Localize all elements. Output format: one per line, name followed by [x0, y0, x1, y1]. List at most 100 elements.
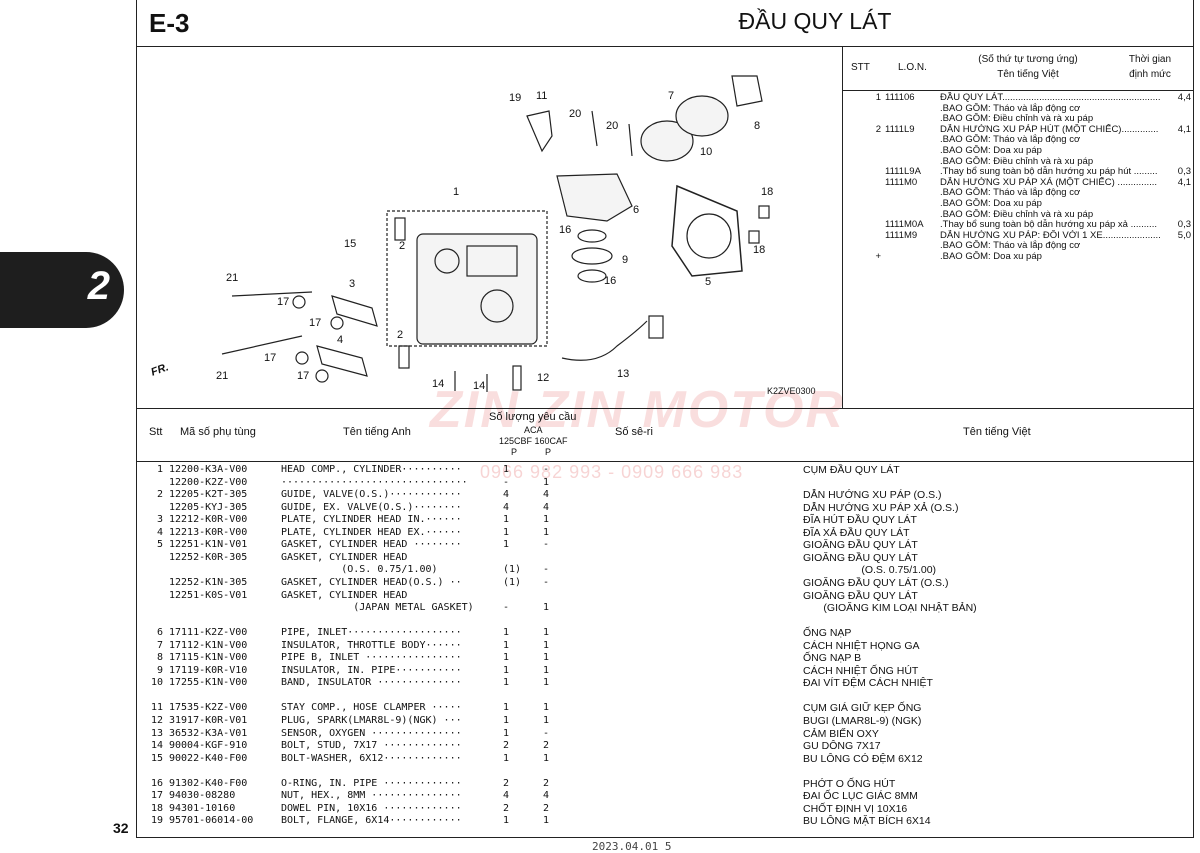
callout-label: 2 — [397, 329, 404, 341]
ops-row: .BAO GỒM: Tháo và lắp động cơ — [843, 134, 1193, 145]
cell-en: PLUG, SPARK(LMAR8L-9)(NGK) ··· — [281, 715, 462, 726]
ops-desc: .Thay bổ sung toàn bộ dẫn hướng xu páp h… — [940, 166, 1158, 178]
cell-q1: 1 — [503, 639, 510, 651]
cell-vn: GIOĂNG ĐẦU QUY LÁT — [803, 551, 918, 564]
cell-vn: CÁCH NHIỆT HỌNG GA — [803, 639, 920, 652]
ops-time: 0,3 — [1177, 219, 1191, 231]
ops-time: 4,1 — [1177, 176, 1191, 188]
cell-q1: 2 — [503, 802, 510, 814]
cell-en: BOLT, FLANGE, 6X14············ — [281, 815, 462, 827]
callout-label: 13 — [617, 368, 630, 380]
ops-desc: .BAO GỒM: Doa xu páp — [940, 251, 1042, 262]
diagram-code: K2ZVE0300 — [767, 386, 816, 396]
cell-vn: BU LÔNG CÓ ĐỆM 6X12 — [803, 752, 923, 765]
cell-en: BOLT, STUD, 7X17 ············· — [281, 740, 462, 752]
cell-stt: 12 — [150, 715, 163, 726]
cell-vn: GIOĂNG ĐẦU QUY LÁT (O.S.) — [803, 576, 949, 589]
cell-pn: 12205-K2T-305 — [169, 489, 248, 501]
cell-stt: 16 — [150, 777, 163, 789]
ops-time: 0,3 — [1177, 166, 1191, 178]
cell-q2: 4 — [543, 501, 550, 513]
cell-stt: 6 — [156, 627, 163, 639]
ops-row: .BAO GỒM: Điều chỉnh và rà xu páp — [843, 113, 1193, 124]
cell-pn: 12251-K0S-V01 — [169, 589, 248, 601]
ops-time: 4,4 — [1177, 92, 1191, 103]
cell-stt: 3 — [156, 514, 163, 526]
cell-q2: 4 — [543, 489, 550, 501]
callout-label: 16 — [604, 275, 617, 287]
cell-q2: - — [543, 576, 550, 588]
cell-q2: 2 — [543, 740, 550, 752]
cell-q1: 4 — [503, 501, 510, 513]
ops-col-time1: Thời gian — [1128, 54, 1172, 65]
cell-q2: 1 — [543, 702, 550, 714]
ops-time: 5,0 — [1177, 229, 1191, 241]
watermark-phone: 0966 982 993 - 0909 666 983 — [480, 462, 744, 482]
cell-q2: 2 — [543, 802, 550, 814]
ops-row: +.BAO GỒM: Doa xu páp — [843, 251, 1193, 262]
cell-vn: CỤM GIÁ GIỮ KẸP ỐNG — [803, 702, 922, 715]
ops-row: 1111L9A.Thay bổ sung toàn bộ dẫn hướng x… — [843, 166, 1193, 177]
cell-stt: 11 — [150, 702, 163, 714]
page-number: 32 — [113, 820, 129, 836]
cell-pn: 17535-K2Z-V00 — [169, 702, 248, 714]
table-row: 12200-K2Z-V00···························… — [137, 477, 1193, 490]
cell-en: BAND, INSULATOR ·············· — [281, 677, 462, 689]
cell-stt: 1 — [156, 464, 163, 475]
col-serial: Số sê-ri — [615, 426, 653, 438]
ops-desc: ĐẦU QUY LÁT.............................… — [940, 92, 1160, 103]
cell-vn: DẪN HƯỚNG XU PÁP XẢ (O.S.) — [803, 501, 959, 514]
chapter-number: 2 — [87, 264, 110, 308]
callout-label: 15 — [344, 238, 357, 250]
ops-desc: DẪN HƯỚNG XU PÁP XẢ (MỘT CHIẾC) ........… — [940, 176, 1158, 188]
cell-stt: 8 — [156, 652, 163, 664]
col-part-no: Mã số phụ tùng — [180, 426, 256, 438]
cell-en: GASKET, CYLINDER HEAD — [281, 589, 408, 601]
ops-col-desc2: Tên tiếng Việt — [997, 69, 1059, 80]
callout-label: 11 — [536, 90, 548, 102]
ops-col-lon: L.O.N. — [898, 62, 927, 73]
cell-en: (O.S. 0.75/1.00) — [281, 564, 438, 576]
cell-q2: - — [543, 564, 550, 576]
callout-label: 6 — [633, 204, 640, 216]
cell-en: NUT, HEX., 8MM ··············· — [281, 790, 462, 802]
cell-stt: 19 — [150, 815, 163, 827]
cell-vn: BUGI (LMAR8L-9) (NGK) — [803, 715, 922, 727]
ops-desc: .BAO GỒM: Điều chỉnh và rà xu páp — [940, 113, 1094, 125]
cell-en: GASKET, CYLINDER HEAD — [281, 551, 408, 563]
ops-desc: .BAO GỒM: Điều chỉnh và rà xu páp — [940, 155, 1094, 167]
ops-desc: .Thay bổ sung toàn bộ dẫn hướng xu páp x… — [940, 219, 1157, 231]
cell-q1: 1 — [503, 514, 510, 526]
labor-operations-table: STT L.O.N. (Số thứ tự tương ứng) Tên tiế… — [843, 46, 1193, 408]
cell-vn: PHỚT O ỐNG HÚT — [803, 777, 896, 790]
callout-label: 21 — [216, 370, 229, 382]
cell-vn: ĐAI VÍT ĐỆM CÁCH NHIỆT — [803, 677, 933, 690]
cell-q1: - — [503, 476, 510, 488]
cell-q1: 1 — [503, 715, 510, 726]
cell-q1: 2 — [503, 740, 510, 752]
cell-en: GASKET, CYLINDER HEAD(O.S.) ·· — [281, 576, 462, 588]
cell-en: INSULATOR, THROTTLE BODY······ — [281, 639, 462, 651]
ops-desc: .BAO GỒM: Điều chỉnh và rà xu páp — [940, 208, 1094, 220]
cell-pn: 91302-K40-F00 — [169, 777, 248, 789]
col-stt: Stt — [149, 426, 163, 438]
callout-label: 9 — [622, 254, 629, 266]
col-en-name: Tên tiếng Anh — [343, 426, 411, 438]
table-row: (JAPAN METAL GASKET)-1 (GIOĂNG KIM LOẠI … — [137, 602, 1193, 615]
cell-vn: CỤM ĐẦU QUY LÁT — [803, 464, 900, 476]
ops-lon: 111106 — [885, 92, 915, 103]
cell-pn: 12200-K2Z-V00 — [169, 476, 248, 488]
cell-q1: 1 — [503, 664, 510, 676]
callout-label: 8 — [754, 120, 761, 132]
page-header: E-3 ĐẦU QUY LÁT — [137, 0, 1193, 47]
